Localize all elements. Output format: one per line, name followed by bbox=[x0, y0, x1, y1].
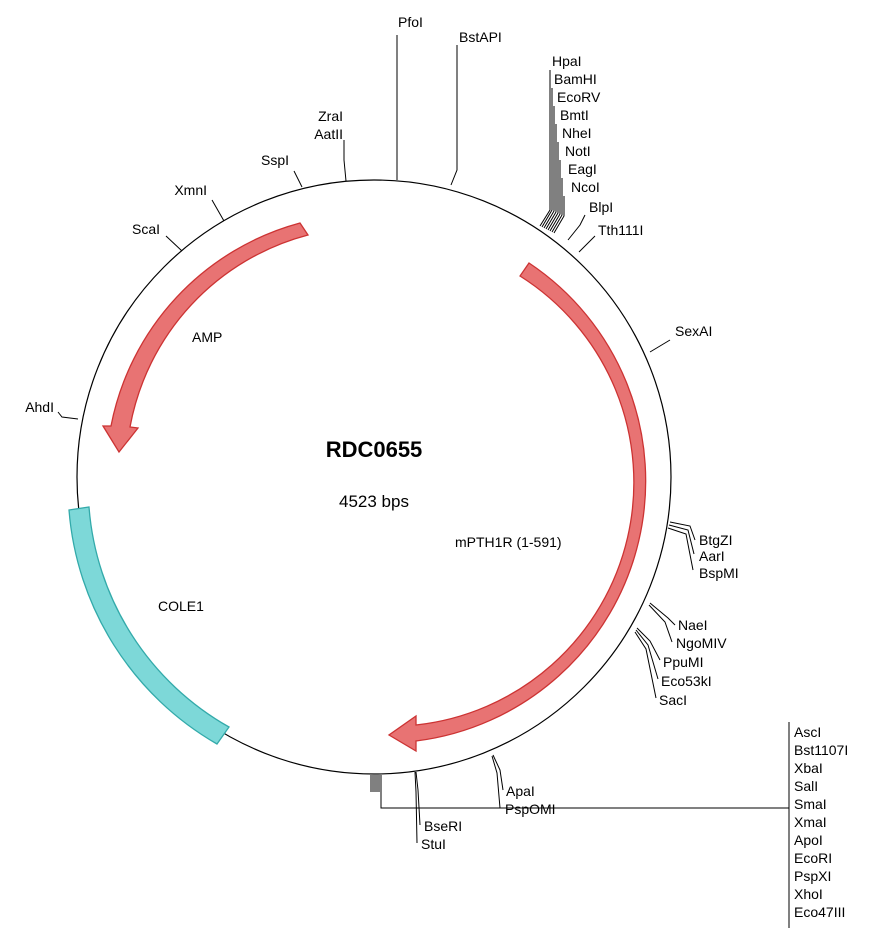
amp-arrow bbox=[101, 222, 310, 454]
site-tth111i: Tth111I bbox=[598, 222, 643, 238]
site-ecori: EcoRI bbox=[794, 850, 832, 866]
plasmid-size: 4523 bps bbox=[339, 492, 409, 511]
site-noti: NotI bbox=[565, 143, 591, 159]
site-eco53ki: Eco53kI bbox=[661, 673, 712, 689]
site-bspmi: BspMI bbox=[699, 565, 739, 581]
site-scai: ScaI bbox=[132, 221, 160, 237]
site-zrai: ZraI bbox=[318, 108, 343, 124]
site-xhoi: XhoI bbox=[794, 886, 823, 902]
site-xmni: XmnI bbox=[174, 182, 207, 198]
site-pspxi: PspXI bbox=[794, 868, 831, 884]
site-bst1107i: Bst1107I bbox=[794, 742, 848, 758]
site-blpi: BlpI bbox=[589, 199, 613, 215]
site-sspi: SspI bbox=[261, 152, 289, 168]
site-sali: SalI bbox=[794, 778, 818, 794]
site-stui: StuI bbox=[421, 836, 446, 852]
mpth1r-arrow bbox=[387, 262, 647, 753]
site-bstapi: BstAPI bbox=[459, 29, 502, 45]
site-ahdi: AhdI bbox=[25, 399, 54, 415]
site-xbai: XbaI bbox=[794, 760, 823, 776]
cole1-label: COLE1 bbox=[158, 598, 204, 614]
site-ngomiv: NgoMIV bbox=[676, 635, 727, 651]
site-eco47iii: Eco47III bbox=[794, 904, 845, 920]
site-pfoi: PfoI bbox=[398, 14, 423, 30]
site-btgzi: BtgZI bbox=[699, 532, 732, 548]
mcs-site-list: AscI Bst1107I XbaI SalI SmaI XmaI ApoI E… bbox=[794, 724, 848, 920]
site-sexai: SexAI bbox=[675, 323, 712, 339]
site-xmai: XmaI bbox=[794, 814, 827, 830]
site-saci: SacI bbox=[659, 692, 687, 708]
site-ticks bbox=[57, 35, 790, 928]
plasmid-backbone bbox=[76, 179, 672, 775]
site-ncoi: NcoI bbox=[571, 179, 600, 195]
site-ppumi: PpuMI bbox=[663, 654, 703, 670]
site-apai: ApaI bbox=[506, 783, 535, 799]
site-apoi: ApoI bbox=[794, 832, 823, 848]
site-bmti: BmtI bbox=[560, 107, 589, 123]
site-hpai: HpaI bbox=[552, 53, 582, 69]
site-pspomi: PspOMI bbox=[505, 801, 556, 817]
site-bamhi: BamHI bbox=[554, 71, 597, 87]
cole1-feature bbox=[68, 506, 230, 745]
plasmid-name: RDC0655 bbox=[326, 437, 423, 462]
mpth1r-label: mPTH1R (1-591) bbox=[455, 534, 562, 550]
site-aari: AarI bbox=[699, 548, 725, 564]
site-naei: NaeI bbox=[678, 617, 708, 633]
site-smai: SmaI bbox=[794, 796, 827, 812]
site-eagi: EagI bbox=[568, 161, 597, 177]
site-ecorv: EcoRV bbox=[557, 89, 601, 105]
site-bseri: BseRI bbox=[424, 818, 462, 834]
amp-label: AMP bbox=[192, 329, 222, 345]
site-nhei: NheI bbox=[562, 125, 592, 141]
site-aatii: AatII bbox=[314, 126, 343, 142]
site-asci: AscI bbox=[794, 724, 821, 740]
